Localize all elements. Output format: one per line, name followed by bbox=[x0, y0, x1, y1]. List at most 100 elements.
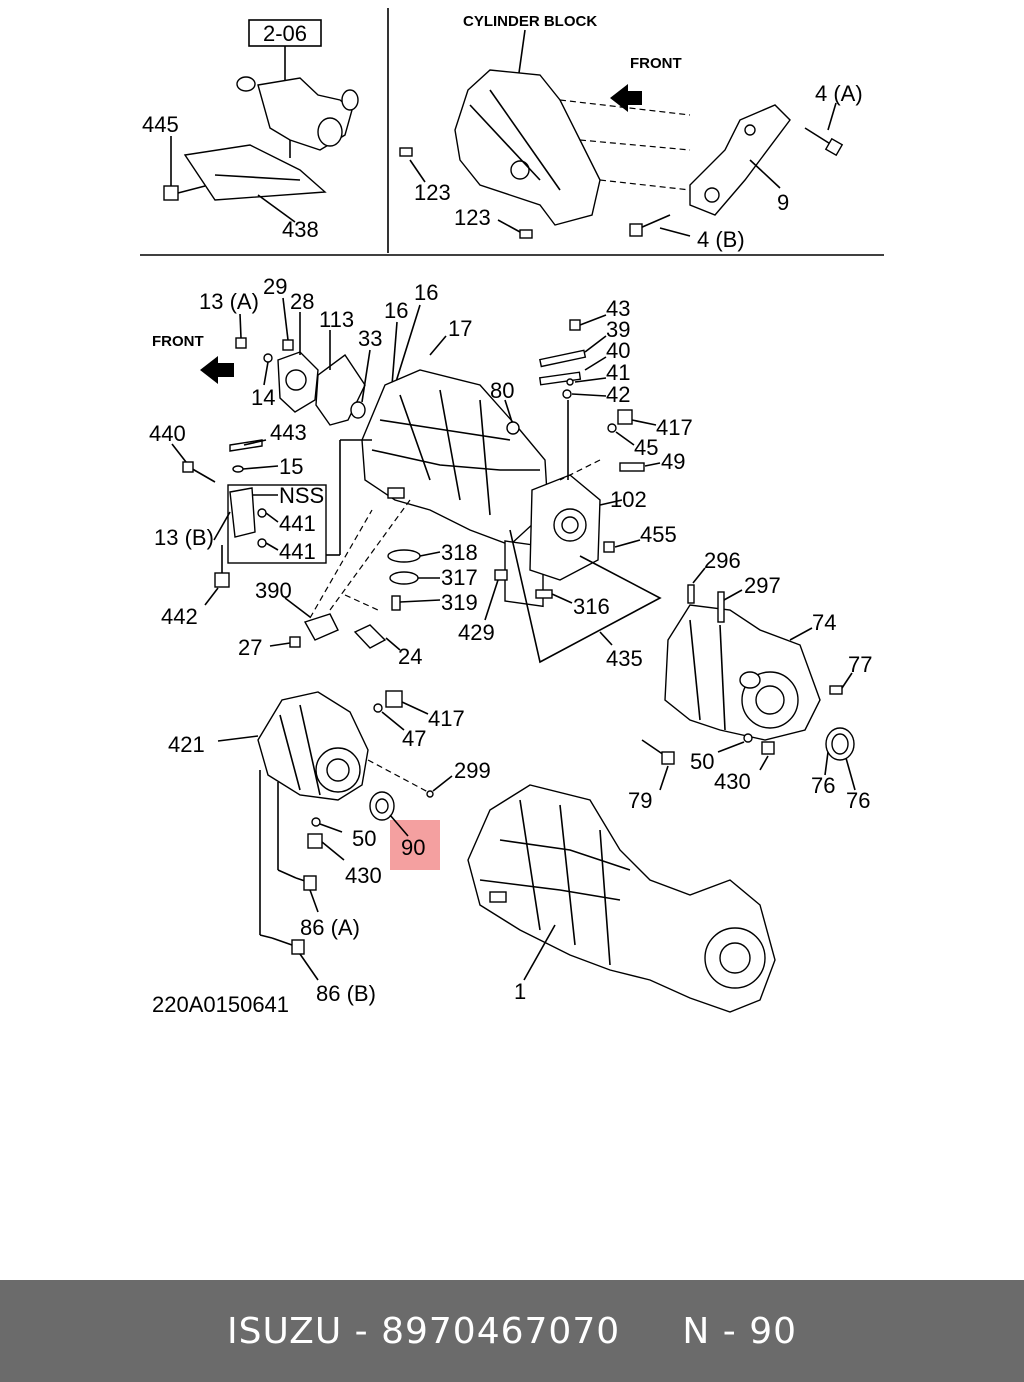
label-15: 15 bbox=[279, 454, 303, 479]
label-390: 390 bbox=[255, 578, 292, 603]
label-79: 79 bbox=[628, 788, 652, 813]
front-arrow-top-icon bbox=[610, 84, 642, 112]
label-50-a: 50 bbox=[690, 749, 714, 774]
label-27: 27 bbox=[238, 635, 262, 660]
label-39: 39 bbox=[606, 317, 630, 342]
label-80: 80 bbox=[490, 378, 514, 403]
ball-299-part bbox=[426, 790, 434, 798]
gasket-parts bbox=[387, 549, 553, 611]
side-bracket-parts bbox=[182, 439, 267, 588]
label-430-a: 430 bbox=[714, 769, 751, 794]
plug-80-part bbox=[506, 421, 520, 435]
label-296: 296 bbox=[704, 548, 741, 573]
label-102: 102 bbox=[610, 487, 647, 512]
part-number: 8970467070 bbox=[381, 1310, 621, 1352]
extension-housing-421-part bbox=[257, 691, 369, 801]
label-417-b: 417 bbox=[428, 706, 465, 731]
transfer-case-74-part bbox=[664, 604, 821, 741]
label-41: 41 bbox=[606, 360, 630, 385]
cylinder-block-part bbox=[454, 69, 691, 226]
label-123-b: 123 bbox=[454, 205, 491, 230]
label-47: 47 bbox=[402, 726, 426, 751]
label-76-a: 76 bbox=[811, 773, 835, 798]
bolt-4b-part bbox=[629, 214, 671, 237]
front-arrow-main-icon bbox=[200, 356, 234, 384]
footer-gap bbox=[620, 1311, 682, 1352]
reference-box bbox=[248, 19, 322, 47]
label-441-b: 441 bbox=[279, 539, 316, 564]
label-43: 43 bbox=[606, 296, 630, 321]
assembled-transmission-1-part bbox=[467, 784, 776, 1013]
bolt-455-part bbox=[603, 541, 615, 553]
label-430-b: 430 bbox=[345, 863, 382, 888]
label-443: 443 bbox=[270, 420, 307, 445]
plug-417-47-part bbox=[373, 690, 403, 713]
header-front-main: FRONT bbox=[152, 333, 204, 350]
label-318: 318 bbox=[441, 540, 478, 565]
label-440: 440 bbox=[149, 421, 186, 446]
label-445: 445 bbox=[142, 112, 179, 137]
label-16-b: 16 bbox=[414, 280, 438, 305]
label-1: 1 bbox=[514, 979, 526, 1004]
label-438: 438 bbox=[282, 217, 319, 242]
label-429: 429 bbox=[458, 620, 495, 645]
label-319: 319 bbox=[441, 590, 478, 615]
bolts-79-50-430-part bbox=[641, 733, 775, 765]
label-28: 28 bbox=[290, 289, 314, 314]
label-4b: 4 (B) bbox=[697, 227, 745, 252]
header-front-top: FRONT bbox=[630, 55, 682, 72]
label-50-b: 50 bbox=[352, 826, 376, 851]
label-13b: 13 (B) bbox=[154, 525, 214, 550]
studs-296-297-part bbox=[687, 584, 725, 623]
label-421: 421 bbox=[168, 732, 205, 757]
label-49: 49 bbox=[661, 449, 685, 474]
brand-name: ISUZU bbox=[227, 1310, 343, 1352]
slave-cylinder-part bbox=[236, 76, 359, 158]
separator-1: - bbox=[342, 1310, 382, 1352]
bracket-group-box bbox=[227, 484, 327, 564]
separator-2: - bbox=[710, 1310, 750, 1352]
label-74: 74 bbox=[812, 610, 836, 635]
label-90: 90 bbox=[401, 835, 425, 860]
label-24: 24 bbox=[398, 644, 422, 669]
shift-rail-parts bbox=[538, 319, 587, 399]
mount-bracket-9-part bbox=[689, 104, 791, 216]
label-45: 45 bbox=[634, 435, 658, 460]
reference-code: N bbox=[682, 1310, 711, 1352]
reference-number: 90 bbox=[749, 1310, 797, 1352]
label-40: 40 bbox=[606, 338, 630, 363]
cover-plate-390-24-parts bbox=[289, 613, 387, 649]
label-417-a: 417 bbox=[656, 415, 693, 440]
oil-seal-90-part bbox=[369, 791, 395, 821]
label-77: 77 bbox=[848, 652, 872, 677]
label-76-b: 76 bbox=[846, 788, 870, 813]
label-14: 14 bbox=[251, 385, 275, 410]
label-317: 317 bbox=[441, 565, 478, 590]
bolt-445-part bbox=[163, 185, 206, 201]
label-86a: 86 (A) bbox=[300, 915, 360, 940]
part-info-footer: ISUZU - 8970467070 N - 90 bbox=[0, 1280, 1024, 1382]
label-123-a: 123 bbox=[414, 180, 451, 205]
label-441-a: 441 bbox=[279, 511, 316, 536]
seals-76-part bbox=[825, 727, 855, 761]
plug-50-430-part bbox=[307, 817, 323, 849]
bracket-438-part bbox=[183, 144, 327, 201]
label-455: 455 bbox=[640, 522, 677, 547]
label-42: 42 bbox=[606, 382, 630, 407]
drawing-number: 220A0150641 bbox=[152, 992, 289, 1017]
label-316: 316 bbox=[573, 594, 610, 619]
label-33: 33 bbox=[358, 326, 382, 351]
bolts-86-part bbox=[271, 875, 317, 955]
label-297: 297 bbox=[744, 573, 781, 598]
label-16-a: 16 bbox=[384, 298, 408, 323]
plug-417-45-part bbox=[607, 409, 645, 472]
pin-77-part bbox=[829, 685, 843, 695]
label-29: 29 bbox=[263, 274, 287, 299]
bolt-4a-part bbox=[804, 127, 844, 157]
label-nss: NSS bbox=[279, 483, 324, 508]
dowel-123-part bbox=[399, 147, 533, 239]
highlight-part-90 bbox=[390, 820, 440, 870]
label-9: 9 bbox=[777, 190, 789, 215]
reference-box-text: 2-06 bbox=[263, 21, 307, 46]
label-299: 299 bbox=[454, 758, 491, 783]
